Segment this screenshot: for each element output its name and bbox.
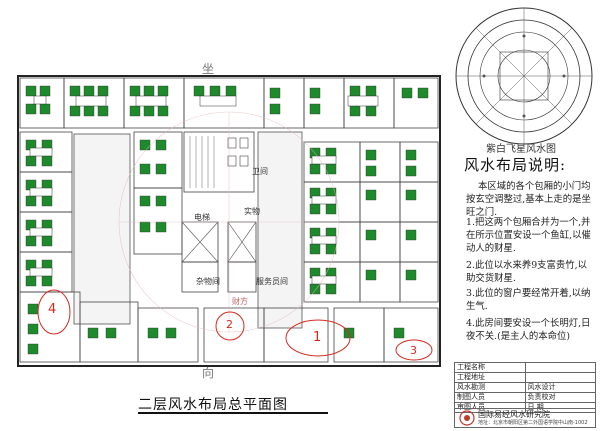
label-storage: 杂物间 (196, 277, 220, 286)
center-core (181, 131, 329, 363)
tb-cell: 风水勘测 (454, 382, 526, 393)
institute-logo-icon (459, 410, 475, 426)
tb-cell: 工程名称 (454, 362, 526, 373)
south-mark: 向 (202, 366, 215, 380)
top-rooms (19, 77, 439, 129)
tb-cell: 风水设计 (524, 382, 596, 393)
tb-cell: 负责校对 (524, 392, 596, 403)
note-item-1: 1.把这两个包厢合并为一个,并在所示位置安设一个鱼缸,以催动人的财星. (466, 217, 591, 254)
wealth-mark: 财方 (232, 297, 248, 306)
label-elevator: 电梯 (194, 213, 210, 222)
title-block: 工程名称 工程地址 风水勘测风水设计 制图人员负责校对 审图人员日 期 (454, 362, 596, 413)
left-rooms (19, 131, 199, 363)
note-item-2: 2.此位以水来养9支富贵竹,以助交货财星. (466, 260, 588, 284)
outer-wall (17, 75, 441, 367)
flying-star-overlay (118, 111, 340, 333)
tb-cell: 工程地址 (454, 372, 526, 383)
tables (29, 95, 379, 285)
marker-1: 1 (313, 330, 322, 345)
tb-cell (524, 362, 596, 373)
plan-title-underline (138, 412, 328, 414)
north-mark: 坐 (202, 62, 215, 76)
institute-name: 国际易经风水研究院 (478, 410, 550, 419)
floor-plan (17, 75, 441, 367)
elevator-shaft (181, 221, 257, 263)
compass-title: 紫白飞星风水图 (486, 144, 556, 155)
tb-cell: 日 期 (524, 402, 596, 413)
marker-4: 4 (48, 302, 57, 317)
notes-heading: 风水布局说明: (464, 156, 567, 174)
corridor-left (73, 133, 131, 325)
label-toilet: 卫间 (252, 167, 268, 176)
marker-3: 3 (410, 344, 417, 357)
note-item-3: 3.此位的窗户要经常开着,以纳生气. (466, 288, 591, 312)
label-real-room: 实物 (244, 207, 260, 216)
note-item-4: 4.此房间要安设一个长明灯,日夜不关.(是主人的本命位) (466, 318, 591, 342)
note-intro: 本区域的各个包厢的小门均按玄空调整过,基本上走的是坐旺之门. (466, 181, 591, 218)
stairs (189, 136, 215, 188)
tb-cell: 制图人员 (454, 392, 526, 403)
compass-diagram (455, 7, 593, 145)
toilet-fixtures (227, 137, 249, 167)
plan-title: 二层风水布局总平面图 (138, 397, 288, 413)
corridor-right (257, 131, 303, 329)
label-service-room: 服务员间 (256, 277, 288, 286)
marker-circles (37, 289, 433, 361)
institute-box (454, 408, 596, 428)
institute-address: 地址：北京市朝阳区第二外国语学院中山南-1002 (478, 420, 588, 426)
tb-cell (524, 372, 596, 383)
marker-2: 2 (226, 318, 233, 331)
